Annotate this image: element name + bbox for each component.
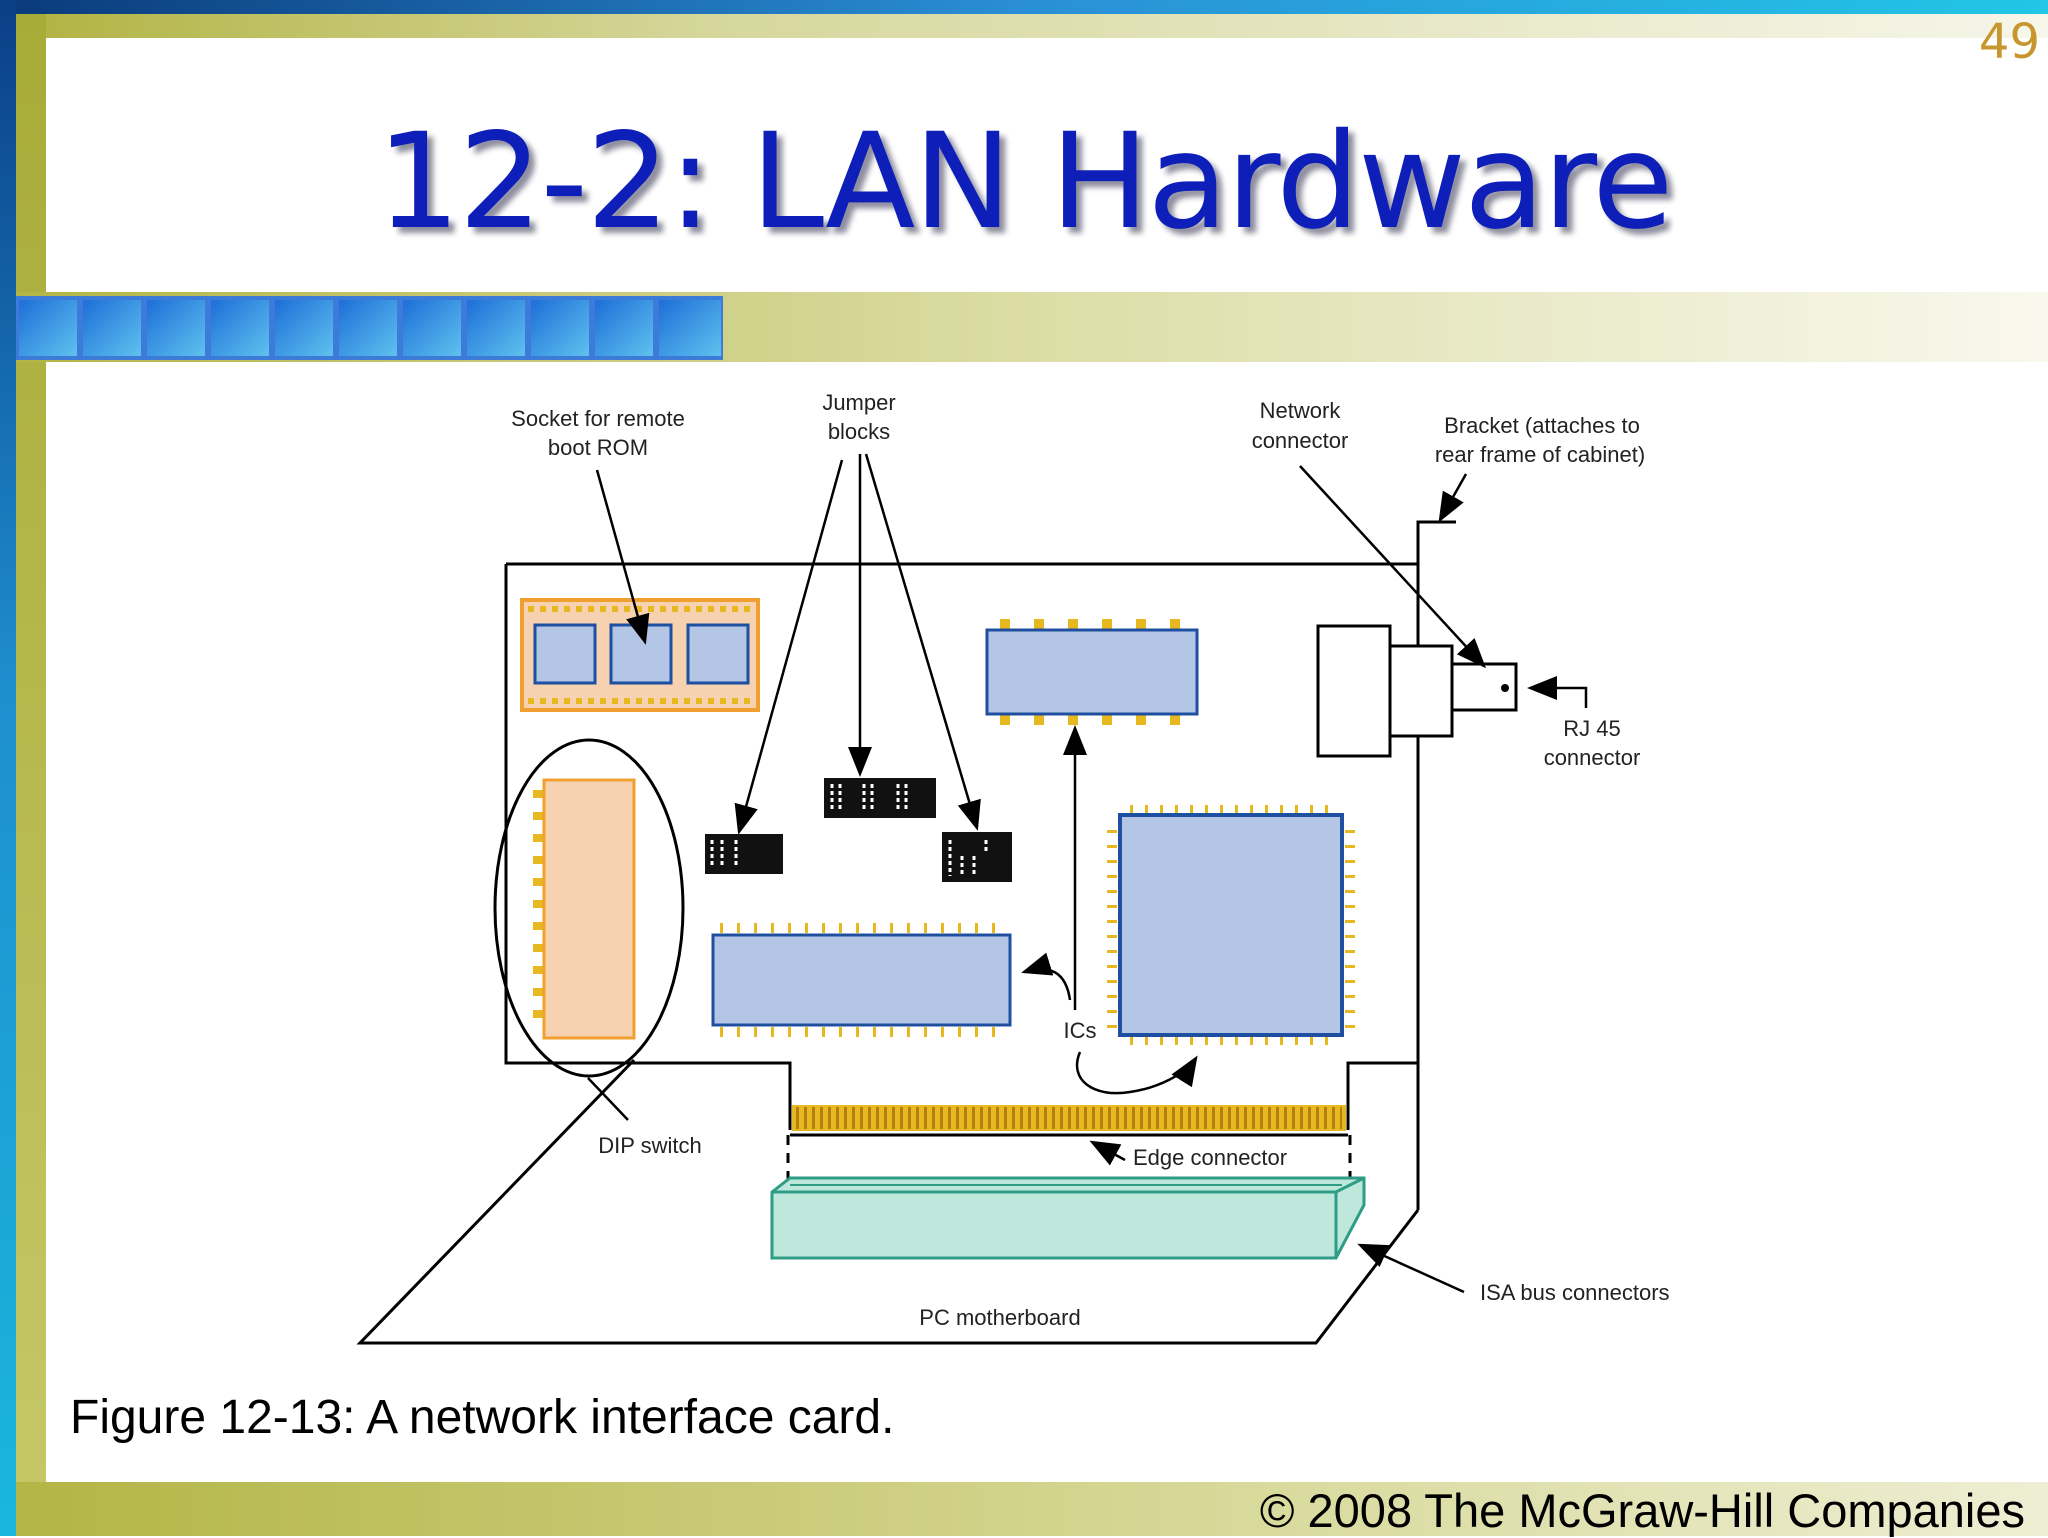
label-bracket-line1: Bracket (attaches to [1444,413,1640,438]
label-rj45-line1: RJ 45 [1563,716,1620,741]
dip-switch [493,738,685,1078]
label-network-line1: Network [1260,398,1342,423]
label-bracket-line2: rear frame of cabinet) [1435,442,1645,467]
copyright-notice: © 2008 The McGraw-Hill Companies [1259,1484,2025,1537]
pc-motherboard-outline [356,1058,1420,1345]
edge-connector [786,1105,1352,1192]
bracket [1416,520,1456,1210]
label-rj45-line2: connector [1544,745,1641,770]
ic-large-square [1107,805,1355,1045]
label-jumper-line1: Jumper [822,390,895,415]
label-ics: ICs [1064,1018,1097,1043]
rj45-connector [1316,624,1518,758]
label-socket-line1: Socket for remote [511,406,685,431]
label-dip-switch: DIP switch [598,1133,702,1158]
label-jumper-line2: blocks [828,419,890,444]
label-isa-bus: ISA bus connectors [1480,1280,1670,1305]
blue-square-strip [16,296,723,360]
ic-top [985,619,1199,725]
jumper-blocks [705,778,1012,882]
boot-rom-socket [520,598,760,712]
label-edge-connector: Edge connector [1133,1145,1287,1170]
leader-lines [587,453,1588,1294]
slide-title: 12-2: LAN Hardware [376,105,1674,259]
page-number: 49 [1978,14,2040,70]
figure-caption: Figure 12-13: A network interface card. [70,1391,895,1444]
isa-bus-connector [770,1176,1366,1260]
card-outline [504,562,1418,1130]
label-network-line2: connector [1252,428,1349,453]
label-socket-line2: boot ROM [548,435,648,460]
ic-bottom [711,923,1012,1037]
label-pc-motherboard: PC motherboard [919,1305,1080,1330]
